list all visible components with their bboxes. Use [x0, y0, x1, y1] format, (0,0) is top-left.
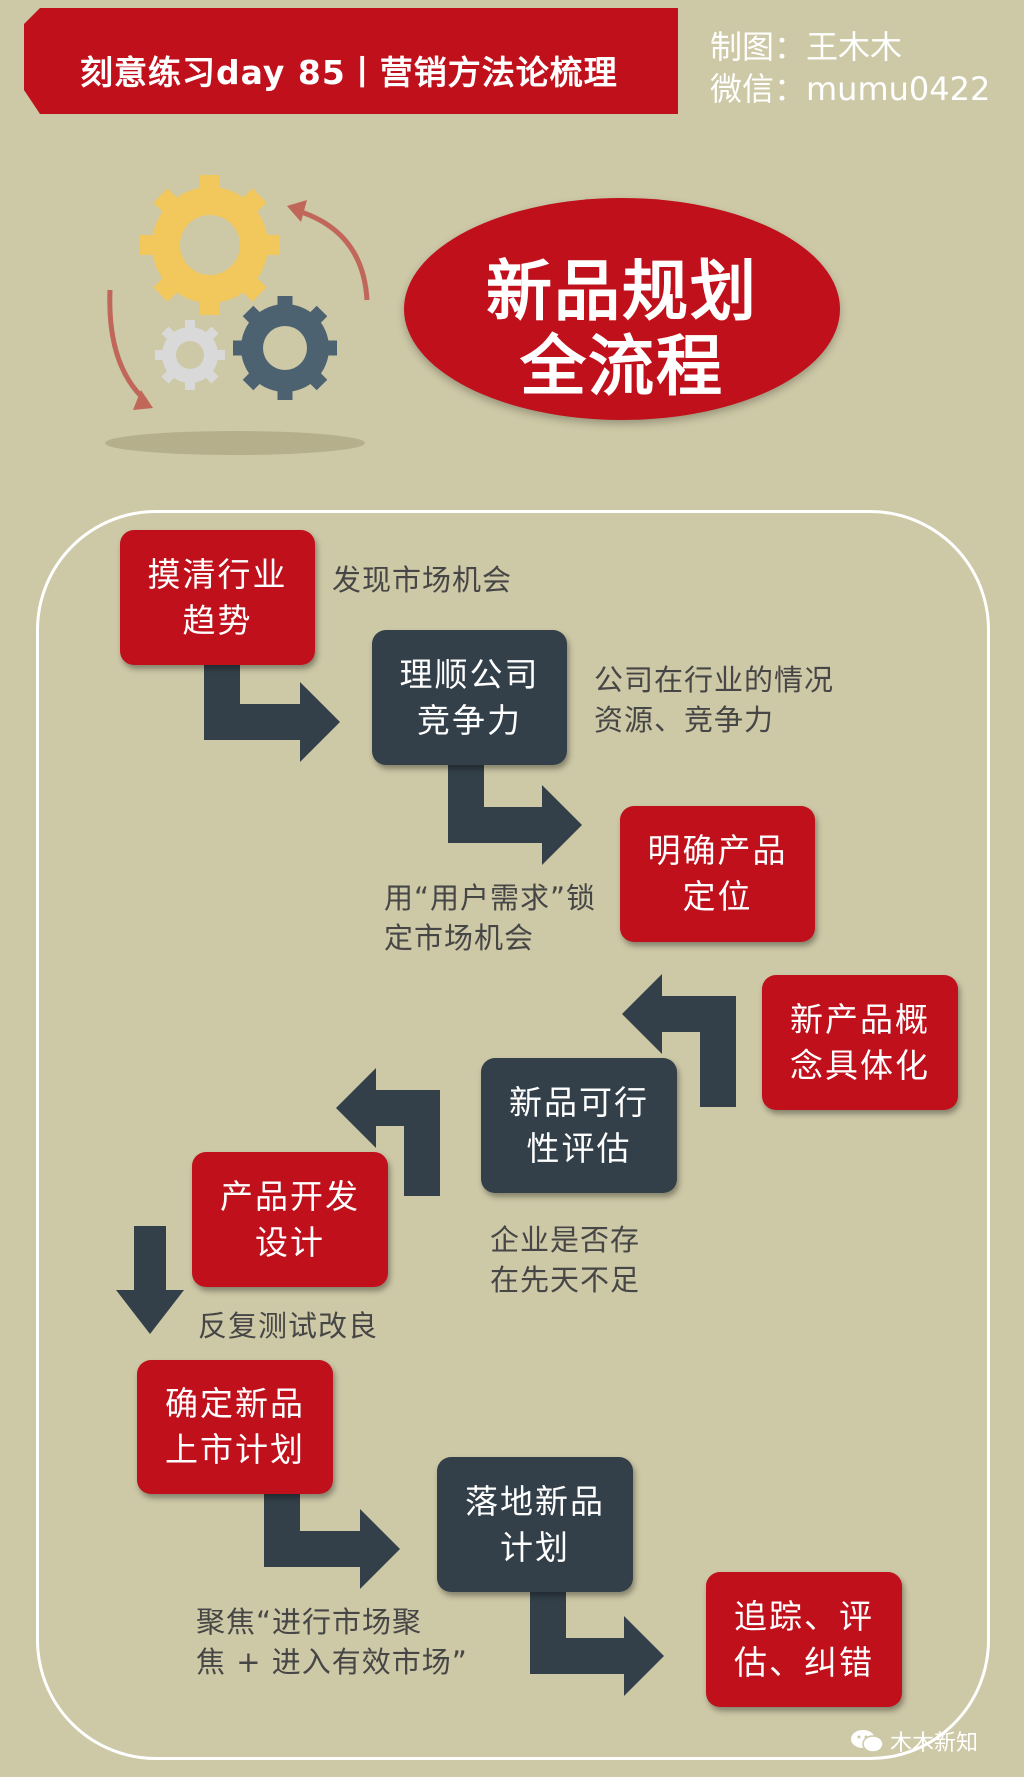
step-note: 发现市场机会	[332, 560, 512, 600]
step-label: 新产品概	[790, 997, 930, 1043]
step-note: 反复测试改良	[198, 1306, 378, 1346]
step-label: 追踪、评	[734, 1594, 874, 1640]
step-label: 理顺公司	[400, 652, 540, 698]
step-label: 新品可行	[509, 1080, 649, 1126]
step-label: 设计	[220, 1220, 360, 1266]
note-line: 发现市场机会	[332, 563, 512, 597]
elbow-arrow-icon	[448, 765, 582, 865]
step-label: 念具体化	[790, 1043, 930, 1089]
elbow-arrow-icon	[204, 665, 340, 762]
step-product-positioning: 明确产品定位	[620, 806, 815, 942]
note-line: 定市场机会	[384, 918, 596, 958]
wechat-icon	[850, 1728, 884, 1754]
step-feasibility-assessment: 新品可行性评估	[481, 1058, 677, 1193]
step-note: 用“用户需求”锁 定市场机会	[384, 878, 596, 958]
step-note: 公司在行业的情况 资源、竞争力	[594, 660, 834, 740]
step-label: 确定新品	[165, 1381, 305, 1427]
note-line: 资源、竞争力	[594, 700, 834, 740]
watermark: 木木新知	[850, 1725, 978, 1757]
step-product-design: 产品开发设计	[192, 1152, 388, 1287]
step-label: 竞争力	[400, 698, 540, 744]
step-label: 摸清行业	[148, 552, 288, 598]
step-label: 明确产品	[648, 828, 788, 874]
note-line: 反复测试改良	[198, 1309, 378, 1343]
step-label: 定位	[648, 874, 788, 920]
step-note: 聚焦“进行市场聚 焦 + 进入有效市场”	[196, 1602, 468, 1682]
step-launch-plan: 确定新品上市计划	[137, 1360, 333, 1494]
step-industry-trend: 摸清行业趋势	[120, 530, 315, 665]
step-label: 估、纠错	[734, 1640, 874, 1686]
step-label: 趋势	[148, 598, 288, 644]
step-label: 落地新品	[465, 1479, 605, 1525]
step-company-competitiveness: 理顺公司竞争力	[372, 630, 567, 765]
note-line: 企业是否存	[490, 1220, 640, 1260]
note-line: 公司在行业的情况	[594, 660, 834, 700]
step-label: 产品开发	[220, 1174, 360, 1220]
elbow-arrow-icon	[530, 1592, 664, 1696]
note-line: 焦 + 进入有效市场”	[196, 1642, 468, 1682]
step-label: 性评估	[509, 1126, 649, 1172]
note-line: 用“用户需求”锁	[384, 878, 596, 918]
step-label: 上市计划	[165, 1427, 305, 1473]
step-track-evaluate: 追踪、评估、纠错	[706, 1572, 902, 1707]
down-arrow-icon	[116, 1226, 184, 1334]
step-execute-plan: 落地新品计划	[437, 1457, 633, 1592]
step-label: 计划	[465, 1525, 605, 1571]
note-line: 聚焦“进行市场聚	[196, 1602, 468, 1642]
watermark-text: 木木新知	[890, 1725, 978, 1757]
step-note: 企业是否存 在先天不足	[490, 1220, 640, 1300]
note-line: 在先天不足	[490, 1260, 640, 1300]
elbow-arrow-icon	[264, 1492, 400, 1589]
step-concept-concretize: 新产品概念具体化	[762, 975, 958, 1110]
